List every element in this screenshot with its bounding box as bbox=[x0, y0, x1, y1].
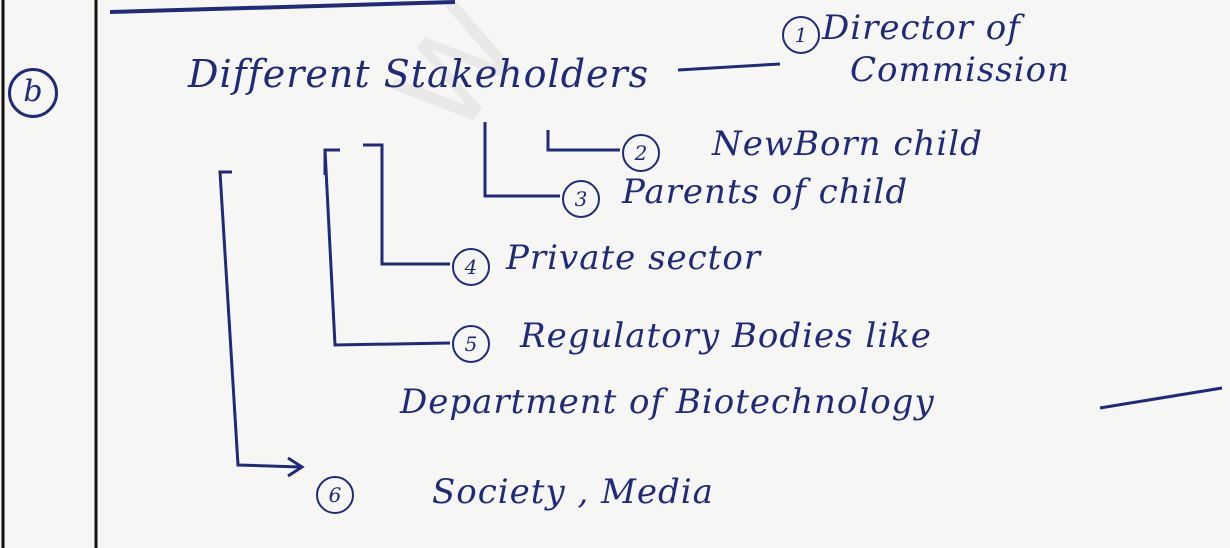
trailing-stroke bbox=[1099, 386, 1223, 410]
connector-item-6 bbox=[218, 170, 301, 469]
item-3-number: 3 bbox=[562, 180, 600, 218]
item-6-text: Society , Media bbox=[432, 472, 714, 512]
connector-item-1 bbox=[677, 62, 781, 72]
item-4-number: 4 bbox=[452, 248, 490, 286]
question-label-badge: b bbox=[8, 68, 58, 118]
top-underline bbox=[109, 0, 456, 14]
arrow-head-icon bbox=[287, 456, 305, 478]
item-4-text: Private sector bbox=[506, 238, 762, 278]
item-3-text: Parents of child bbox=[622, 172, 909, 212]
item-6-number: 6 bbox=[316, 476, 354, 514]
item-2-text: NewBorn child bbox=[712, 124, 983, 164]
connector-item-4 bbox=[363, 143, 450, 266]
item-5-text: Regulatory Bodies like bbox=[520, 316, 932, 356]
connector-item-2 bbox=[546, 130, 620, 152]
connector-item-5 bbox=[323, 148, 451, 347]
question-label: b bbox=[23, 74, 43, 109]
heading-text: Different Stakeholders bbox=[188, 52, 650, 96]
item-1-line1: Director of bbox=[822, 8, 1021, 48]
item-5-text2: Department of Biotechnology bbox=[400, 382, 935, 422]
item-2-number: 2 bbox=[622, 134, 660, 172]
item-5-number: 5 bbox=[452, 325, 490, 363]
item-1-number: 1 bbox=[782, 16, 820, 54]
connector-item-3 bbox=[483, 122, 560, 198]
item-1-line2: Commission bbox=[850, 50, 1070, 90]
